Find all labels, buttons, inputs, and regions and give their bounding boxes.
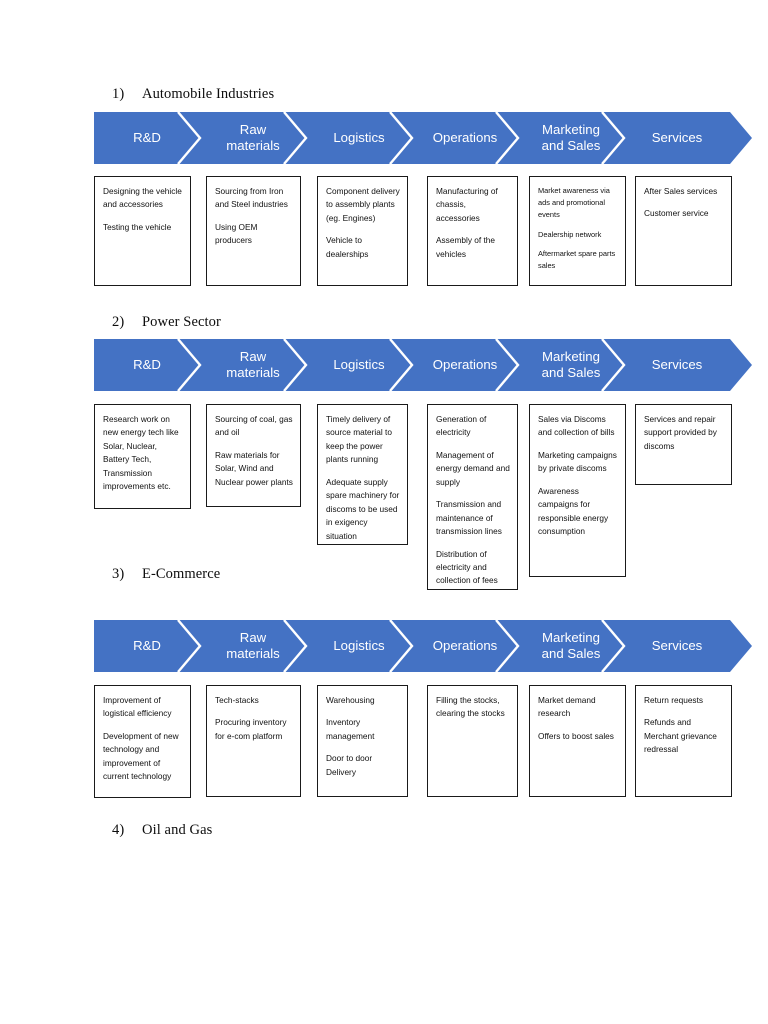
chevron-separator xyxy=(495,620,520,672)
chevron-separator xyxy=(601,112,626,164)
chevron-bar-shape xyxy=(94,620,752,672)
chevron-bar-shape xyxy=(94,339,752,391)
chevron-separator xyxy=(283,620,308,672)
chevron-separator xyxy=(495,112,520,164)
detail-text: Management of energy demand and supply xyxy=(436,449,510,487)
detail-text: Sourcing of coal, gas and oil xyxy=(215,414,293,438)
chevron-separator xyxy=(389,339,414,391)
detail-text: Inventory management xyxy=(326,717,375,741)
detail-text: Improvement of logistical efficiency xyxy=(103,695,172,719)
detail-text: Designing the vehicle and accessories xyxy=(103,186,182,210)
chevron-separator xyxy=(601,620,626,672)
detail-text: Raw materials for Solar, Wind and Nuclea… xyxy=(215,449,293,487)
detail-text: Vehicle to dealerships xyxy=(326,235,369,259)
detail-text: Warehousing xyxy=(326,695,375,705)
detail-text: Market awareness via ads and promotional… xyxy=(538,186,610,219)
detail-text: Generation of electricity xyxy=(436,414,487,438)
section-title-4: Oil and Gas xyxy=(142,822,213,838)
detail-text: Assembly of the vehicles xyxy=(436,235,496,259)
chevron-bar-shape xyxy=(94,112,752,164)
detail-text: Filling the stocks, clearing the stocks xyxy=(436,695,505,719)
detail-text: Refunds and Merchant grievance redressal xyxy=(644,717,717,755)
chevron-separator xyxy=(177,339,202,391)
section-number-3: 3) xyxy=(112,566,125,582)
detail-box-s1-stage3: Component delivery to assembly plants (e… xyxy=(317,176,408,286)
section-title-1: Automobile Industries xyxy=(142,86,275,102)
chevron-separator xyxy=(283,339,308,391)
detail-text: Customer service xyxy=(644,208,709,219)
detail-box-s2-stage5: Sales via Discoms and collection of bill… xyxy=(529,404,626,577)
section-heading-2: 2) Power Sector xyxy=(112,314,221,331)
detail-text: Component delivery to assembly plants (e… xyxy=(326,186,400,223)
section-title-2: Power Sector xyxy=(142,314,221,330)
detail-text: Using OEM producers xyxy=(215,221,258,246)
detail-text: Development of new technology and improv… xyxy=(103,730,179,782)
section-number-1: 1) xyxy=(112,86,125,102)
detail-text: Dealership network xyxy=(538,229,602,239)
detail-text: Door to door Delivery xyxy=(326,753,373,777)
chevron-separator xyxy=(177,112,202,164)
detail-box-s2-stage6: Services and repair support provided by … xyxy=(635,404,732,485)
detail-text: Manufacturing of chassis, accessories xyxy=(436,186,498,223)
chevron-separator xyxy=(495,339,520,391)
detail-text: After Sales services xyxy=(644,186,718,196)
detail-text: Awareness campaigns for responsible ener… xyxy=(538,485,609,537)
section-heading-3: 3) E-Commerce xyxy=(112,566,220,583)
section-number-4: 4) xyxy=(112,822,125,838)
detail-text: Adequate supply spare machinery for disc… xyxy=(326,476,400,541)
chevron-separator xyxy=(601,339,626,391)
detail-text: Testing the vehicle xyxy=(103,221,172,232)
detail-text: Tech-stacks xyxy=(215,695,259,705)
section-heading-4: 4) Oil and Gas xyxy=(112,822,212,839)
detail-text: Research work on new energy tech like So… xyxy=(103,414,179,492)
detail-text: Services and repair support provided by … xyxy=(644,414,717,451)
section-title-3: E-Commerce xyxy=(142,566,221,582)
section-number-2: 2) xyxy=(112,314,125,330)
detail-text: Marketing campaigns by private discoms xyxy=(538,449,617,474)
detail-text: Offers to boost sales xyxy=(538,730,614,741)
detail-text: Transmission and maintenance of transmis… xyxy=(436,499,502,537)
chevron-separator xyxy=(177,620,202,672)
chevron-separator xyxy=(389,112,414,164)
chevron-separator xyxy=(283,112,308,164)
detail-box-s3-stage4: Filling the stocks, clearing the stocks xyxy=(427,685,518,797)
detail-text: Distribution of electricity and collecti… xyxy=(436,548,498,586)
detail-text: Sourcing from Iron and Steel industries xyxy=(215,186,288,210)
detail-text: Market demand research xyxy=(538,695,596,719)
detail-box-s2-stage3: Timely delivery of source material to ke… xyxy=(317,404,408,545)
detail-text: Sales via Discoms and collection of bill… xyxy=(538,414,615,438)
detail-text: Timely delivery of source material to ke… xyxy=(326,414,392,465)
detail-box-s1-stage5: Market awareness via ads and promotional… xyxy=(529,176,626,286)
chevron-separator xyxy=(389,620,414,672)
detail-text: Aftermarket spare parts sales xyxy=(538,249,616,271)
detail-text: Procuring inventory for e-com platform xyxy=(215,717,287,741)
detail-text: Return requests xyxy=(644,695,704,705)
section-heading-1: 1) Automobile Industries xyxy=(112,86,274,103)
detail-box-s2-stage1: Research work on new energy tech like So… xyxy=(94,404,191,509)
